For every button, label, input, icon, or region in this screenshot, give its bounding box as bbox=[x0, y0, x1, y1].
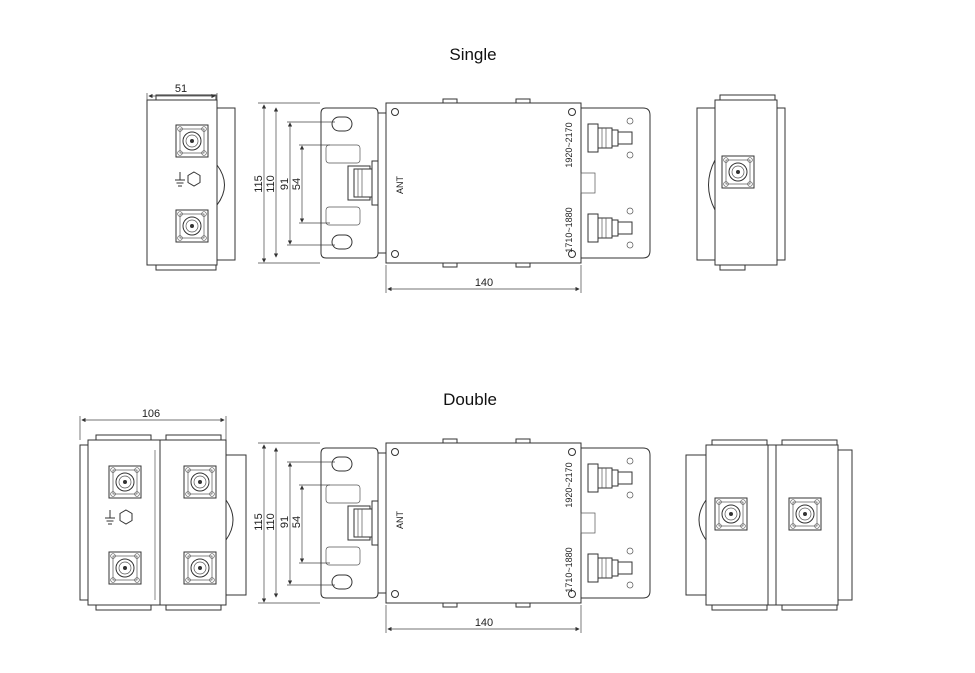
single-port-low: 1710~1880 bbox=[564, 207, 574, 252]
dim-single-115: 115 bbox=[253, 175, 265, 193]
double-connector-3-icon bbox=[183, 465, 217, 499]
dim-single-91: 91 bbox=[279, 178, 291, 190]
single-port-ant: ANT bbox=[395, 175, 405, 194]
single-connector-bottom-icon bbox=[175, 209, 209, 243]
double-ground-symbol-icon bbox=[105, 510, 115, 525]
title-double: Double bbox=[443, 390, 497, 409]
single-right-connector-icon bbox=[721, 155, 755, 189]
dim-single-54: 54 bbox=[291, 178, 303, 190]
double-hex-nut-icon bbox=[119, 509, 133, 525]
double-connector-2-icon bbox=[108, 551, 142, 585]
double-connector-4-icon bbox=[183, 551, 217, 585]
double-end-view-right bbox=[685, 439, 853, 611]
dim-double-length: 140 bbox=[475, 617, 493, 629]
double-port-ant: ANT bbox=[395, 510, 405, 529]
dim-double-115: 115 bbox=[253, 513, 265, 531]
single-end-view-right bbox=[696, 94, 786, 271]
dim-double-54: 54 bbox=[291, 516, 303, 528]
double-top-view: ANT 1920~2170 1710~1880 115 110 91 54 14… bbox=[253, 439, 650, 633]
hex-nut-icon bbox=[187, 171, 201, 187]
double-end-view-left: 106 bbox=[79, 408, 247, 611]
double-port-low: 1710~1880 bbox=[564, 547, 574, 592]
double-right-connector-2-icon bbox=[788, 497, 822, 531]
dim-single-width: 51 bbox=[175, 83, 187, 95]
dim-double-91: 91 bbox=[279, 516, 291, 528]
double-port-high: 1920~2170 bbox=[564, 462, 574, 507]
single-top-view: ANT 1920~2170 1710~1880 115 110 91 54 14… bbox=[253, 99, 650, 293]
dim-single-length: 140 bbox=[475, 277, 493, 289]
double-connector-1-icon bbox=[108, 465, 142, 499]
single-port-high: 1920~2170 bbox=[564, 122, 574, 167]
dim-single-110: 110 bbox=[265, 175, 277, 193]
title-single: Single bbox=[449, 45, 496, 64]
ground-symbol-icon bbox=[175, 172, 185, 187]
single-end-view-left: 51 bbox=[146, 83, 236, 271]
dim-double-width: 106 bbox=[142, 408, 160, 420]
single-connector-top-icon bbox=[175, 124, 209, 158]
double-right-connector-1-icon bbox=[714, 497, 748, 531]
dim-double-110: 110 bbox=[265, 513, 277, 531]
